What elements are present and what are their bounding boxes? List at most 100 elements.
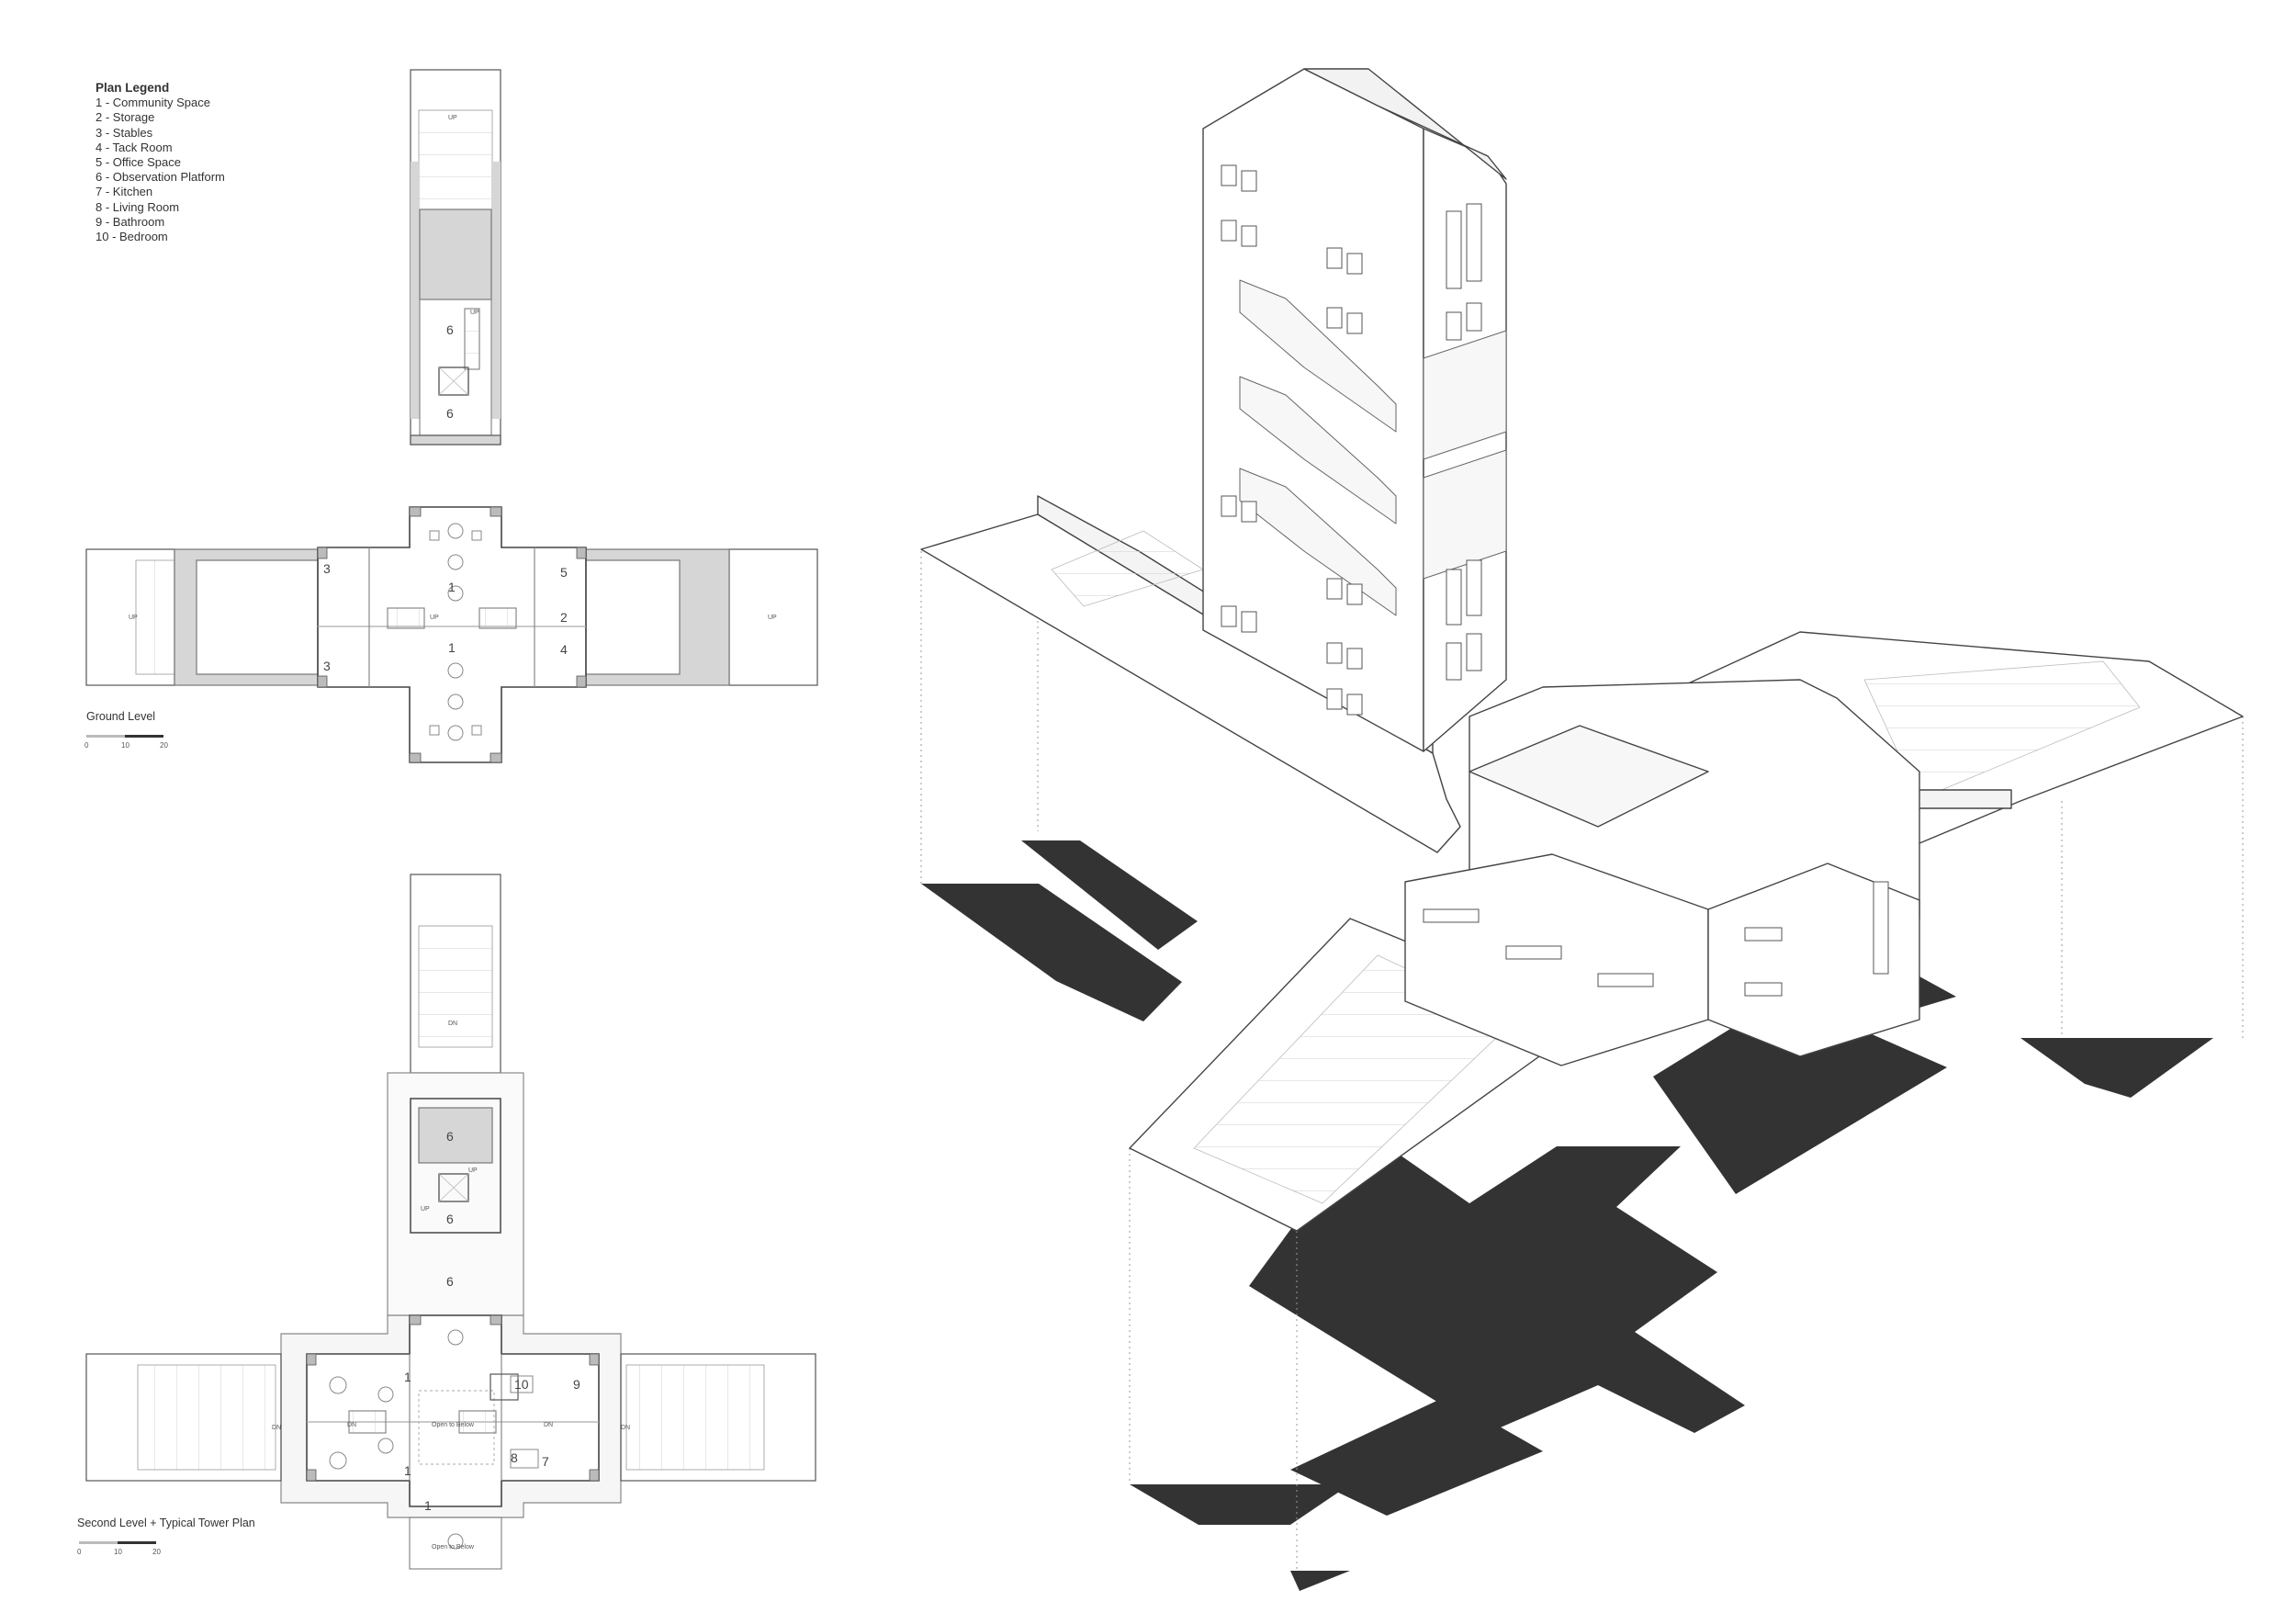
stair-note: DN (544, 1422, 553, 1428)
stair-treads (464, 308, 480, 370)
wall-segment (411, 162, 420, 419)
second-level-plan (85, 874, 816, 1570)
legend-item: 9 - Bathroom (96, 214, 165, 229)
open-note: Open to Below (432, 1422, 475, 1428)
stair-treads (137, 1364, 276, 1471)
scale-label: 20 (152, 1548, 161, 1556)
stair-treads (478, 607, 517, 629)
wing-ramp-left (85, 1353, 282, 1482)
wing-inner-left (196, 559, 319, 675)
room-number: 6 (446, 322, 454, 337)
room-number: 6 (446, 406, 454, 421)
tower-side-balcony (1423, 330, 1507, 460)
room-number: 1 (404, 1370, 411, 1384)
bathroom (490, 1373, 519, 1401)
stair-note: UP (448, 115, 457, 121)
scale-label: 10 (114, 1548, 122, 1556)
stair-note: DN (347, 1422, 356, 1428)
second-scale-bar: 0 10 20 (77, 1541, 162, 1560)
room-number: 6 (446, 1274, 454, 1289)
tower-top-plan (410, 69, 501, 445)
cross-outline (317, 506, 587, 763)
legend-item: 10 - Bedroom (96, 230, 168, 244)
scale-label: 20 (160, 741, 168, 750)
room-number: 2 (560, 610, 568, 625)
room-number: 5 (560, 565, 568, 580)
stair-treads (458, 1410, 497, 1434)
scale-segment (79, 1541, 118, 1544)
central-roof (1469, 725, 1709, 828)
legend-item: 8 - Living Room (96, 199, 180, 214)
tower-roof (1303, 68, 1507, 180)
wing-inner-right (585, 559, 681, 675)
stair-note: DN (272, 1425, 281, 1431)
room-number: 9 (573, 1377, 580, 1392)
pavilion-gable (1707, 863, 1920, 1057)
second-level-caption: Second Level + Typical Tower Plan (77, 1517, 255, 1529)
tower-core (410, 1098, 501, 1234)
elevator-core (438, 367, 469, 396)
elevator-core (438, 1173, 469, 1202)
stair-note: DN (621, 1425, 630, 1431)
plan-legend: Plan Legend 1 - Community Space 2 - Stor… (96, 81, 225, 244)
platform-slab (418, 1107, 493, 1164)
room-number: 3 (323, 659, 331, 673)
ground-shadow (921, 840, 2213, 1591)
pavilion-windows (1423, 881, 1889, 997)
tower-balcony (1239, 376, 1397, 524)
projection-lines (920, 505, 2244, 1571)
stair-treads (418, 109, 493, 210)
tower-side-balcony (1423, 449, 1507, 580)
room-number: 4 (560, 642, 568, 657)
legend-item: 6 - Observation Platform (96, 170, 225, 185)
legend-item: 7 - Kitchen (96, 185, 153, 199)
open-note: Open to Below (432, 1544, 475, 1551)
wing-ramp-right (620, 1353, 816, 1482)
stair-treads (387, 607, 425, 629)
ground-level-caption: Ground Level (86, 710, 156, 723)
stair-treads (348, 1410, 387, 1434)
wall-segment (491, 162, 501, 419)
room-number: 1 (448, 580, 456, 594)
scale-segment (125, 735, 163, 738)
bottom-wing (409, 1517, 502, 1570)
room-number: 1 (404, 1463, 411, 1478)
room-number: 1 (424, 1498, 432, 1513)
scale-label: 0 (77, 1548, 82, 1556)
stair-note: UP (421, 1206, 430, 1212)
room-number: 6 (446, 1129, 454, 1144)
legend-item: 5 - Office Space (96, 155, 181, 170)
ground-scale-bar: 0 10 20 (84, 735, 169, 753)
stair-treads (135, 559, 175, 675)
stair-treads (625, 1364, 765, 1471)
stair-note: UP (430, 615, 439, 621)
stair-note: UP (470, 310, 479, 316)
room-number: 7 (542, 1454, 549, 1469)
stair-note: UP (468, 1167, 478, 1174)
room-number: 10 (514, 1377, 529, 1392)
stair-treads (418, 925, 493, 1048)
scale-label: 0 (84, 741, 89, 750)
room-number: 1 (448, 640, 456, 655)
legend-item: 2 - Storage (96, 110, 155, 125)
shadow-shape (921, 884, 1182, 1021)
shadow-shape (1290, 1571, 1350, 1591)
scale-label: 10 (121, 741, 129, 750)
room-number: 3 (323, 561, 331, 576)
shadow-shape (2020, 1038, 2213, 1098)
tower-balcony (1239, 279, 1397, 433)
building-mass (920, 68, 2244, 1232)
legend-title: Plan Legend (96, 81, 170, 95)
shadow-shape (1130, 1484, 1350, 1525)
legend-item: 3 - Stables (96, 125, 153, 140)
platform-slab (419, 209, 492, 300)
tower-windows (1221, 164, 1482, 716)
room-number: 6 (446, 1212, 454, 1226)
stair-note: UP (129, 615, 138, 621)
scale-segment (118, 1541, 156, 1544)
wall-segment (410, 434, 501, 445)
legend-item: 4 - Tack Room (96, 140, 173, 154)
stair-note: UP (768, 615, 777, 621)
axonometric-view (920, 68, 2244, 1591)
